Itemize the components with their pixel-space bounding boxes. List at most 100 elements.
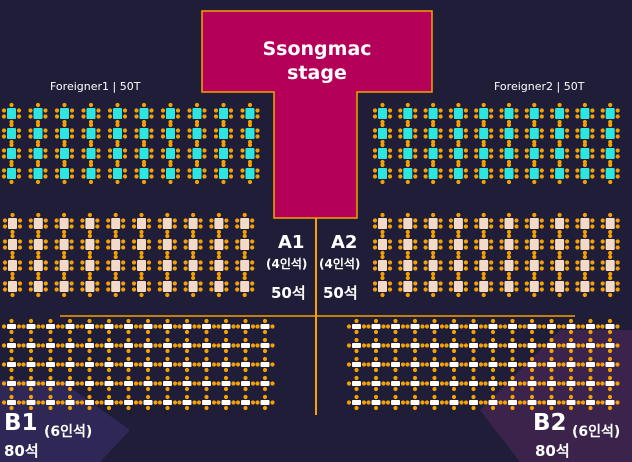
a2-seat	[380, 254, 385, 260]
b1-table	[124, 343, 133, 348]
a2-seat	[456, 233, 461, 239]
a2-seat	[615, 218, 620, 223]
foreigner2-seat	[600, 174, 605, 179]
b1-seat	[255, 362, 260, 367]
foreigner2-table	[378, 128, 387, 139]
foreigner1-seat	[255, 128, 260, 133]
a2-seat	[489, 281, 494, 286]
a1-seat	[28, 218, 33, 223]
b2-seat	[580, 381, 586, 386]
b2-seat	[471, 318, 476, 324]
a1-seat	[113, 254, 118, 260]
b2-seat	[451, 348, 457, 354]
b2-seat	[439, 400, 445, 405]
b2-seat	[549, 394, 554, 400]
foreigner1-seat	[247, 142, 253, 148]
a1-seat	[121, 224, 126, 229]
a1-seat	[139, 233, 144, 239]
a1-seat	[95, 224, 100, 229]
b2-seat	[510, 329, 515, 335]
a2-seat	[532, 275, 537, 281]
b2-seat	[400, 343, 406, 348]
a2-seat	[532, 292, 537, 298]
b2-seat	[502, 362, 508, 367]
a1-table	[137, 260, 146, 271]
b1-seat	[94, 343, 100, 348]
foreigner2-seat	[423, 174, 428, 179]
b2-seat	[561, 343, 566, 348]
a1-seat	[209, 281, 214, 286]
b1-seat	[157, 343, 163, 348]
b1-seat	[67, 367, 73, 373]
foreigner2-seat	[398, 114, 403, 119]
a1-seat	[2, 260, 8, 265]
foreigner1-seat	[194, 102, 200, 108]
b1-seat	[165, 348, 170, 354]
b2-seat	[361, 343, 367, 348]
foreigner2-seat	[506, 179, 512, 185]
a1-seat	[172, 218, 177, 223]
a1-seat	[62, 275, 67, 281]
foreigner2-seat	[600, 134, 605, 139]
a1-seat	[2, 218, 8, 223]
b2-seat	[517, 324, 523, 329]
foreigner1-seat	[96, 174, 101, 179]
b1-seat	[196, 343, 202, 348]
b2-seat	[444, 324, 449, 329]
b2-seat	[576, 343, 581, 348]
b2-seat	[346, 343, 352, 348]
b2-seat	[568, 386, 574, 392]
a2-seat	[481, 250, 486, 256]
a2-seat	[514, 224, 519, 229]
a1-seat	[183, 218, 188, 223]
b1-seat	[262, 356, 268, 362]
foreigner2-seat	[456, 162, 461, 168]
foreigner1-seat	[221, 119, 226, 125]
foreigner2-seat	[387, 134, 393, 139]
a2-seat	[608, 292, 613, 298]
foreigner2-seat	[550, 168, 555, 173]
b2-seat	[588, 386, 593, 392]
b1-seat	[243, 375, 248, 381]
foreigner2-seat	[413, 154, 418, 159]
a2-table	[529, 218, 539, 229]
b2-seat	[412, 356, 418, 362]
a2-seat	[456, 250, 461, 256]
b1-table	[46, 343, 55, 348]
a2-seat	[481, 229, 486, 235]
b2-seat	[405, 362, 410, 367]
b2-seat	[537, 381, 542, 386]
foreigner1-seat	[69, 128, 75, 133]
b1-table	[65, 362, 75, 367]
b1-seat	[204, 348, 209, 354]
b1-seat	[1, 362, 7, 367]
foreigner1-table	[139, 148, 149, 159]
a2-capacity: 50석	[323, 284, 358, 302]
a1-seat	[183, 266, 188, 271]
foreigner1-seat	[141, 122, 147, 128]
b2-seat	[393, 356, 398, 362]
a1-seat	[172, 266, 177, 271]
b1-seat	[177, 362, 182, 367]
b1-seat	[145, 318, 151, 324]
foreigner2-table	[504, 128, 514, 139]
a2-seat	[514, 239, 519, 244]
a2-seat	[456, 271, 461, 277]
foreigner1-seat	[202, 168, 207, 173]
foreigner2-seat	[448, 148, 453, 153]
foreigner1-table	[113, 128, 122, 139]
b1-seat	[36, 343, 41, 348]
foreigner2-seat	[539, 154, 544, 159]
b1-table	[143, 381, 153, 386]
foreigner2-table	[428, 168, 438, 179]
foreigner2-seat	[557, 159, 562, 165]
foreigner1-seat	[115, 139, 120, 145]
b1-seat	[243, 318, 248, 324]
foreigner1-seat	[115, 159, 120, 165]
b2-seat	[373, 356, 379, 362]
a2-seat	[557, 229, 562, 235]
b2-table	[430, 343, 439, 348]
foreigner2-seat	[557, 139, 562, 145]
foreigner2-table	[580, 148, 590, 159]
foreigner2-table	[605, 148, 615, 159]
